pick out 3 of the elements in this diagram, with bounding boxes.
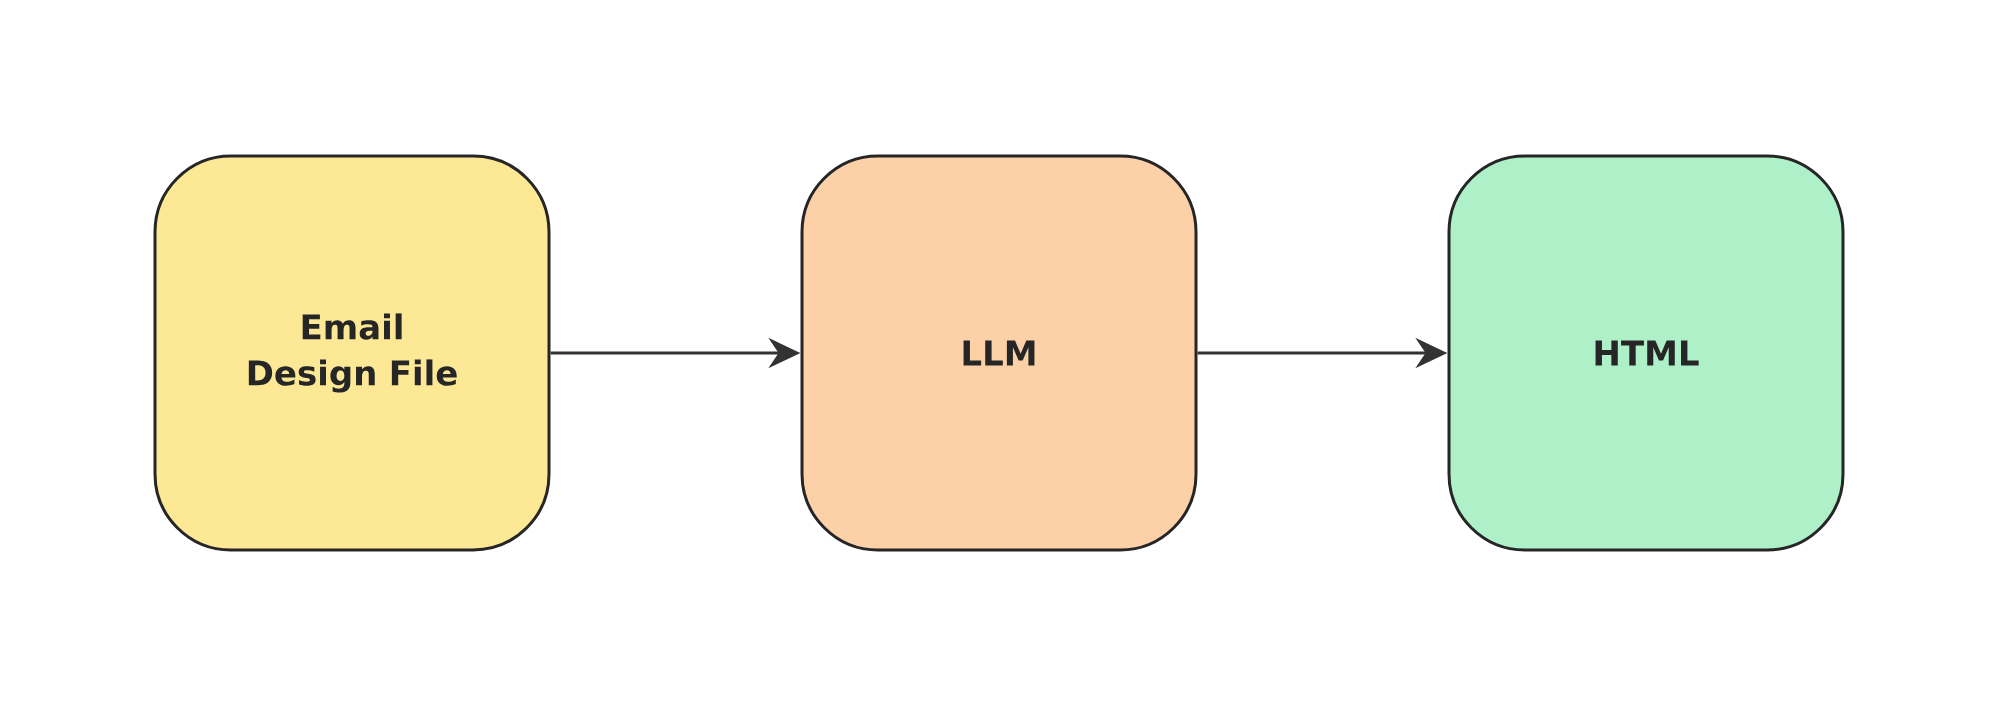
process-box: LLM [800,154,1198,552]
process-box: HTML [1447,154,1845,552]
process-box: Email Design File [153,154,551,552]
